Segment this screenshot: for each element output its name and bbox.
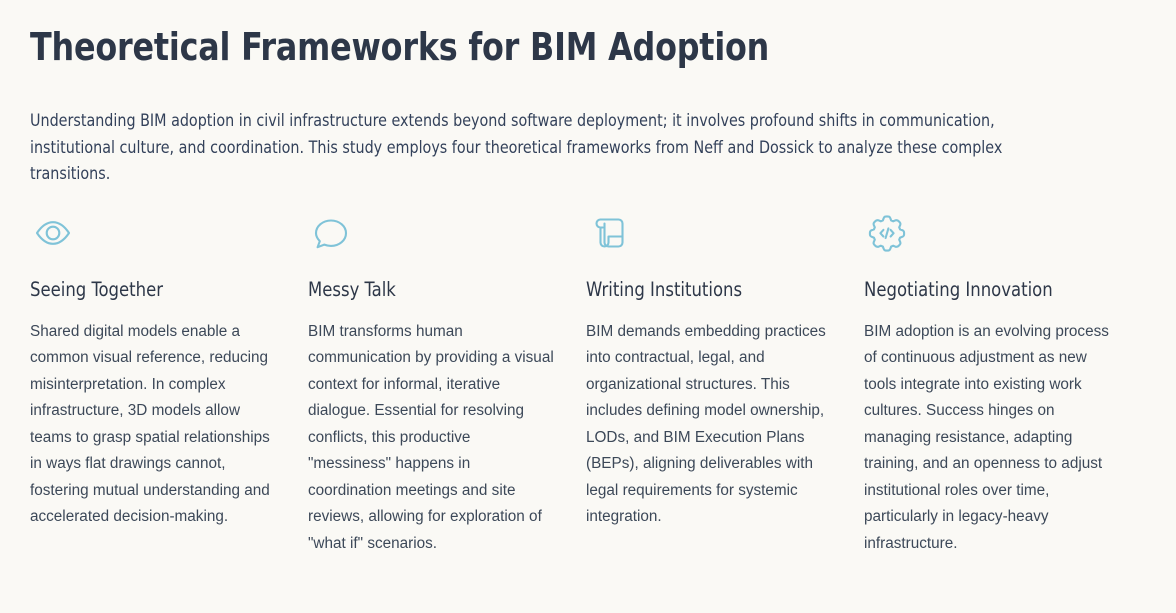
framework-card-seeing-together: Seeing Together Shared digital models en… (30, 210, 308, 558)
scroll-icon (586, 210, 834, 256)
intro-paragraph: Understanding BIM adoption in civil infr… (30, 111, 1003, 183)
framework-card-body: BIM demands embedding practices into con… (586, 322, 826, 526)
framework-card-body: BIM adoption is an evolving process of c… (864, 322, 1109, 552)
gear-code-icon (864, 210, 1112, 256)
framework-card-title: Messy Talk (308, 277, 396, 301)
framework-card-grid: Seeing Together Shared digital models en… (30, 188, 1146, 558)
eye-icon (30, 210, 278, 256)
speech-bubble-icon (308, 210, 556, 256)
page-title: Theoretical Frameworks for BIM Adoption (30, 25, 770, 69)
framework-card-title: Writing Institutions (586, 277, 743, 301)
framework-card-title: Negotiating Innovation (864, 277, 1053, 301)
framework-card-title: Seeing Together (30, 277, 164, 301)
framework-card-negotiating-innovation: Negotiating Innovation BIM adoption is a… (864, 210, 1142, 558)
framework-card-body: BIM transforms human communication by pr… (308, 322, 554, 552)
framework-card-writing-institutions: Writing Institutions BIM demands embeddi… (586, 210, 864, 558)
framework-card-body: Shared digital models enable a common vi… (30, 322, 270, 526)
framework-card-messy-talk: Messy Talk BIM transforms human communic… (308, 210, 586, 558)
